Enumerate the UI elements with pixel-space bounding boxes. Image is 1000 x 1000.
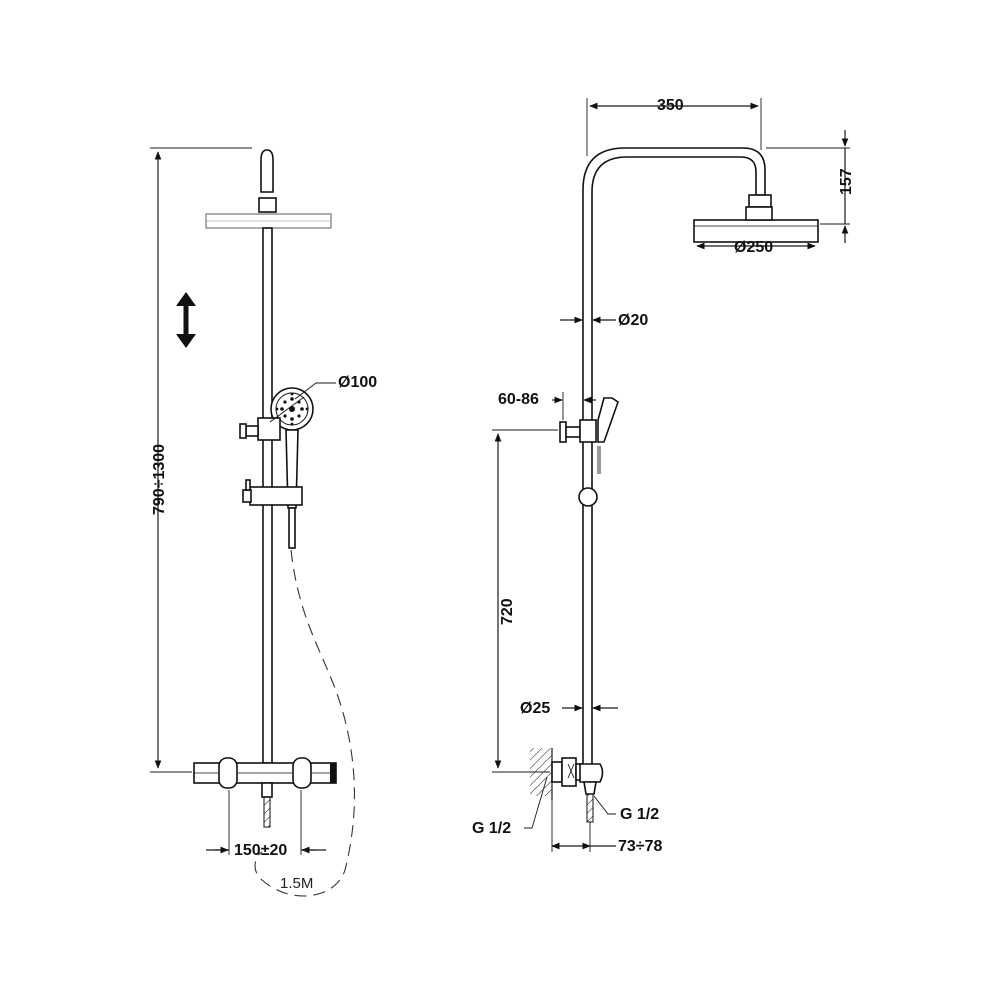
- front-view: 790÷1300 Ø100 150±20 1.5M: [150, 147, 377, 897]
- head-diameter-label: Ø250: [734, 239, 773, 256]
- dim-arm-length: 350: [586, 97, 762, 156]
- front-height-label: 790÷1300: [151, 444, 168, 515]
- side-view: 350 157 Ø250 Ø20 60-86: [472, 97, 855, 855]
- bottom-pipe-diameter-label: Ø25: [520, 700, 550, 717]
- dim-arm-height: 157: [766, 130, 855, 243]
- inlet-right-label: G 1/2: [620, 806, 659, 823]
- dim-outlet-height: 720: [492, 429, 558, 773]
- front-top-tip: [260, 149, 274, 193]
- side-holder: [559, 397, 619, 474]
- outlet-height-label: 720: [499, 598, 516, 625]
- dim-inlet-spacing: 150±20: [206, 790, 326, 859]
- front-handshower: [239, 387, 314, 549]
- hose-length-label: 1.5M: [280, 875, 313, 892]
- dim-bottom-pipe-diameter: Ø25: [520, 700, 618, 717]
- top-pipe-diameter-label: Ø20: [618, 312, 648, 329]
- double-arrow-vertical-icon: [176, 292, 196, 348]
- wall-offset-label: 73÷78: [618, 838, 662, 855]
- dim-top-pipe-diameter: Ø20: [560, 312, 648, 329]
- front-head-connector: [258, 197, 277, 213]
- arm-height-label: 157: [838, 168, 855, 195]
- arm-length-label: 350: [657, 97, 684, 114]
- side-slider-knob: [578, 487, 598, 507]
- handshower-diameter-label: Ø100: [338, 374, 377, 391]
- dim-wall-offset: 73÷78: [551, 800, 662, 855]
- front-slider: [242, 479, 303, 506]
- inlet-left-label: G 1/2: [472, 820, 511, 837]
- front-spout: [263, 796, 271, 828]
- side-mixer: [530, 748, 604, 823]
- dim-head-diameter: Ø250: [696, 239, 816, 256]
- dim-handshower-diameter: Ø100: [269, 374, 377, 423]
- holder-range-label: 60-86: [498, 391, 539, 408]
- front-thermostatic-mixer: [193, 757, 337, 828]
- dim-holder-range: 60-86: [498, 391, 596, 420]
- dim-front-height: 790÷1300: [150, 147, 252, 773]
- dim-inlet-right: G 1/2: [593, 795, 659, 823]
- front-hose: [254, 549, 356, 897]
- inlet-spacing-label: 150±20: [234, 842, 287, 859]
- dim-inlet-left: G 1/2: [472, 776, 548, 837]
